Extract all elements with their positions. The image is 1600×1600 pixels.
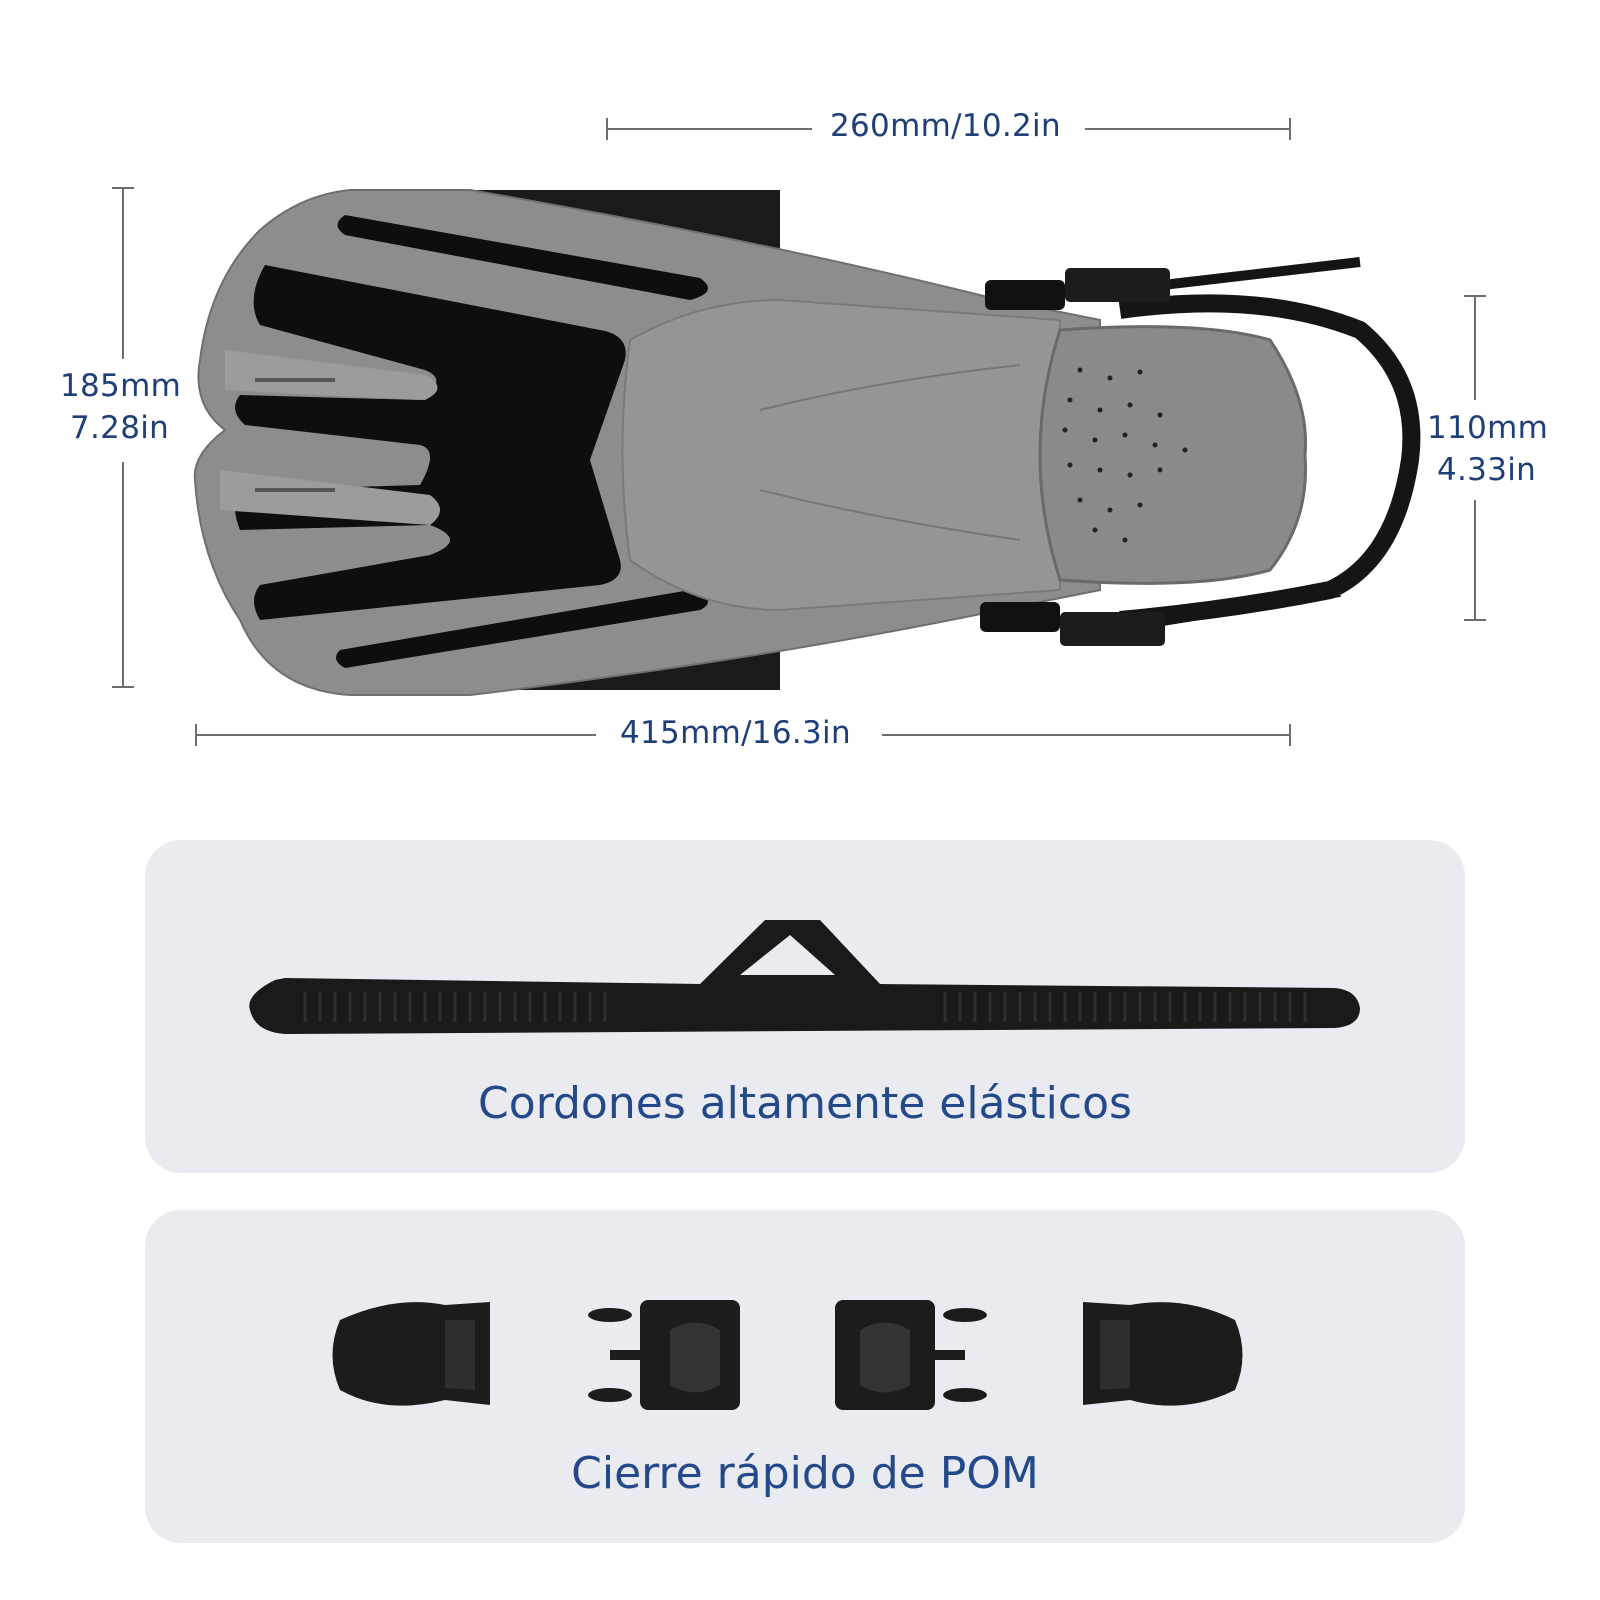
left-height-in-label: 7.28in (70, 410, 170, 446)
elastic-strap-image (249, 920, 1361, 1034)
total-length-label: 415mm/16.3in (620, 715, 851, 751)
buckle-panel: Cierre rápido de POM (145, 1210, 1465, 1543)
right-dimension-line-top (1474, 295, 1476, 400)
left-dimension-line-bottom (122, 462, 124, 687)
right-dimension-line-bottom (1474, 500, 1476, 620)
fin-illustration (193, 189, 1421, 696)
top-dimension-tick-right (1289, 118, 1291, 140)
top-width-label: 260mm/10.2in (830, 108, 1061, 144)
top-dimension-line-left (607, 128, 812, 130)
right-dimension-tick-bottom (1464, 619, 1486, 621)
right-height-in-label: 4.33in (1437, 452, 1537, 488)
bottom-dimension-line-right (882, 734, 1289, 736)
top-dimension-line-right (1085, 128, 1290, 130)
strap-panel: Cordones altamente elásticos (145, 840, 1465, 1173)
left-dimension-line-top (122, 187, 124, 359)
buckle-caption: Cierre rápido de POM (571, 1448, 1039, 1499)
pom-buckles-image (332, 1300, 1243, 1410)
top-dimension-tick-left (606, 118, 608, 140)
right-height-mm-label: 110mm (1427, 410, 1549, 446)
bottom-dimension-line-left (196, 734, 596, 736)
bottom-dimension-tick-right (1289, 724, 1291, 746)
left-height-mm-label: 185mm (60, 368, 182, 404)
strap-caption: Cordones altamente elásticos (478, 1078, 1132, 1129)
left-dimension-tick-bottom (112, 686, 134, 688)
